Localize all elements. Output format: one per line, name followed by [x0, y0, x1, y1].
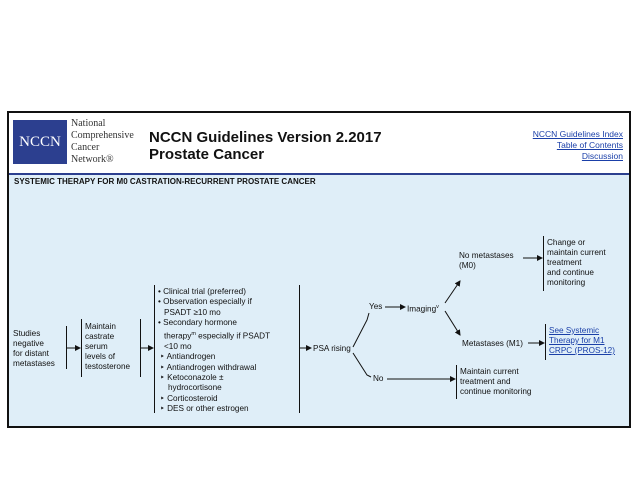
maintain-current-line: treatment and — [460, 377, 511, 386]
branch-psa-yes — [352, 312, 370, 348]
arrow-imaging-to-metastases — [444, 310, 461, 336]
see-link-line: CRPC (PROS-12) — [549, 346, 615, 355]
see-link-bracket — [545, 324, 546, 360]
maintain-line: levels of — [85, 352, 116, 361]
see-systemic-therapy-link[interactable]: See Systemic Therapy for M1 CRPC (PROS-1… — [549, 326, 615, 356]
maintain-current-bracket — [456, 365, 457, 399]
studies-line: for distant — [13, 349, 49, 358]
studies-line: metastases — [13, 359, 55, 368]
flow-arrows — [67, 255, 545, 382]
options-list: • Clinical trial (preferred) • Observati… — [158, 287, 270, 415]
option-line: ‣ Antiandrogen — [160, 352, 216, 362]
options-bracket-right — [299, 285, 300, 413]
header-divider — [9, 173, 629, 175]
section-heading: SYSTEMIC THERAPY FOR M0 CASTRATION-RECUR… — [14, 177, 316, 186]
org-line: Network® — [71, 154, 114, 165]
option-line: • Secondary hormone — [158, 318, 237, 328]
imaging-text: Imaging — [407, 304, 437, 314]
title-line: Prostate Cancer — [149, 146, 265, 163]
title-line: NCCN Guidelines Version 2.2017 — [149, 129, 382, 146]
change-line: treatment — [547, 258, 582, 267]
option-line: • Clinical trial (preferred) — [158, 287, 246, 296]
change-line: Change or — [547, 238, 586, 247]
see-link-line: Therapy for M1 — [549, 336, 605, 345]
option-line: hydrocortisone — [168, 383, 222, 393]
maintain-bracket-right — [140, 319, 141, 377]
options-bracket-left — [154, 285, 155, 413]
studies-line: negative — [13, 339, 44, 348]
maintain-current-line: continue monitoring — [460, 387, 532, 396]
maintain-box: Maintain castrate serum levels of testos… — [85, 322, 130, 372]
change-bracket — [543, 236, 544, 291]
change-line: and continue — [547, 268, 594, 277]
option-line: ‣ Ketoconazole ± — [160, 372, 224, 382]
page-title: NCCN Guidelines Version 2.2017 Prostate … — [149, 129, 382, 163]
guideline-slide: NCCN National Comprehensive Cancer Netwo… — [7, 111, 631, 428]
discussion-link[interactable]: Discussion — [581, 151, 623, 161]
change-line: maintain current — [547, 248, 606, 257]
footnote-superscript: m — [191, 330, 196, 337]
option-line: ‣ Corticosteroid — [160, 393, 218, 403]
org-line: Cancer — [71, 142, 100, 153]
metastases-label: Metastases (M1) — [462, 339, 523, 348]
option-line: • Observation especially if — [158, 297, 252, 307]
option-line: <10 mo — [164, 341, 192, 351]
maintain-current-line: Maintain current — [460, 367, 519, 376]
guidelines-index-link[interactable]: NCCN Guidelines Index — [532, 129, 623, 139]
arrow-imaging-to-no-metastases — [444, 280, 461, 304]
org-line: National — [71, 118, 106, 129]
org-line: Comprehensive — [71, 130, 134, 141]
no-label: No — [373, 374, 384, 383]
option-line: PSADT ≥10 mo — [164, 307, 221, 317]
header-links: NCCN Guidelines Index Table of Contents … — [533, 129, 623, 162]
table-of-contents-link[interactable]: Table of Contents — [556, 140, 623, 150]
change-box: Change or maintain current treatment and… — [547, 238, 606, 288]
no-metastases-box: No metastases (M0) — [459, 251, 514, 271]
maintain-line: testosterone — [85, 362, 131, 371]
studies-bracket — [66, 326, 67, 369]
no-metastases-line: (M0) — [459, 261, 476, 270]
maintain-line: serum — [85, 342, 108, 351]
nccn-logo: NCCN — [13, 120, 67, 164]
no-metastases-line: No metastases — [459, 251, 514, 260]
branch-psa-no — [352, 352, 372, 378]
maintain-bracket-left — [81, 319, 82, 377]
psa-rising-label: PSA rising — [313, 344, 351, 353]
maintain-line: Maintain — [85, 322, 116, 331]
option-line: ‣ DES or other estrogen — [160, 404, 249, 414]
maintain-current-box: Maintain current treatment and continue … — [460, 367, 531, 397]
imaging-label: Imagingv — [407, 302, 439, 315]
option-line: ‣ Antiandrogen withdrawal — [160, 362, 257, 372]
org-name: National Comprehensive Cancer Network® — [71, 118, 134, 166]
imaging-superscript: v — [436, 304, 439, 310]
studies-box: Studies negative for distant metastases — [13, 329, 55, 369]
studies-line: Studies — [13, 329, 41, 338]
guideline-header: NCCN National Comprehensive Cancer Netwo… — [9, 113, 629, 173]
yes-label: Yes — [369, 302, 383, 311]
change-line: monitoring — [547, 278, 586, 287]
option-line-therapy: therapym especially if PSADT — [164, 330, 271, 341]
see-link-line: See Systemic — [549, 326, 600, 335]
maintain-line: castrate — [85, 332, 115, 341]
